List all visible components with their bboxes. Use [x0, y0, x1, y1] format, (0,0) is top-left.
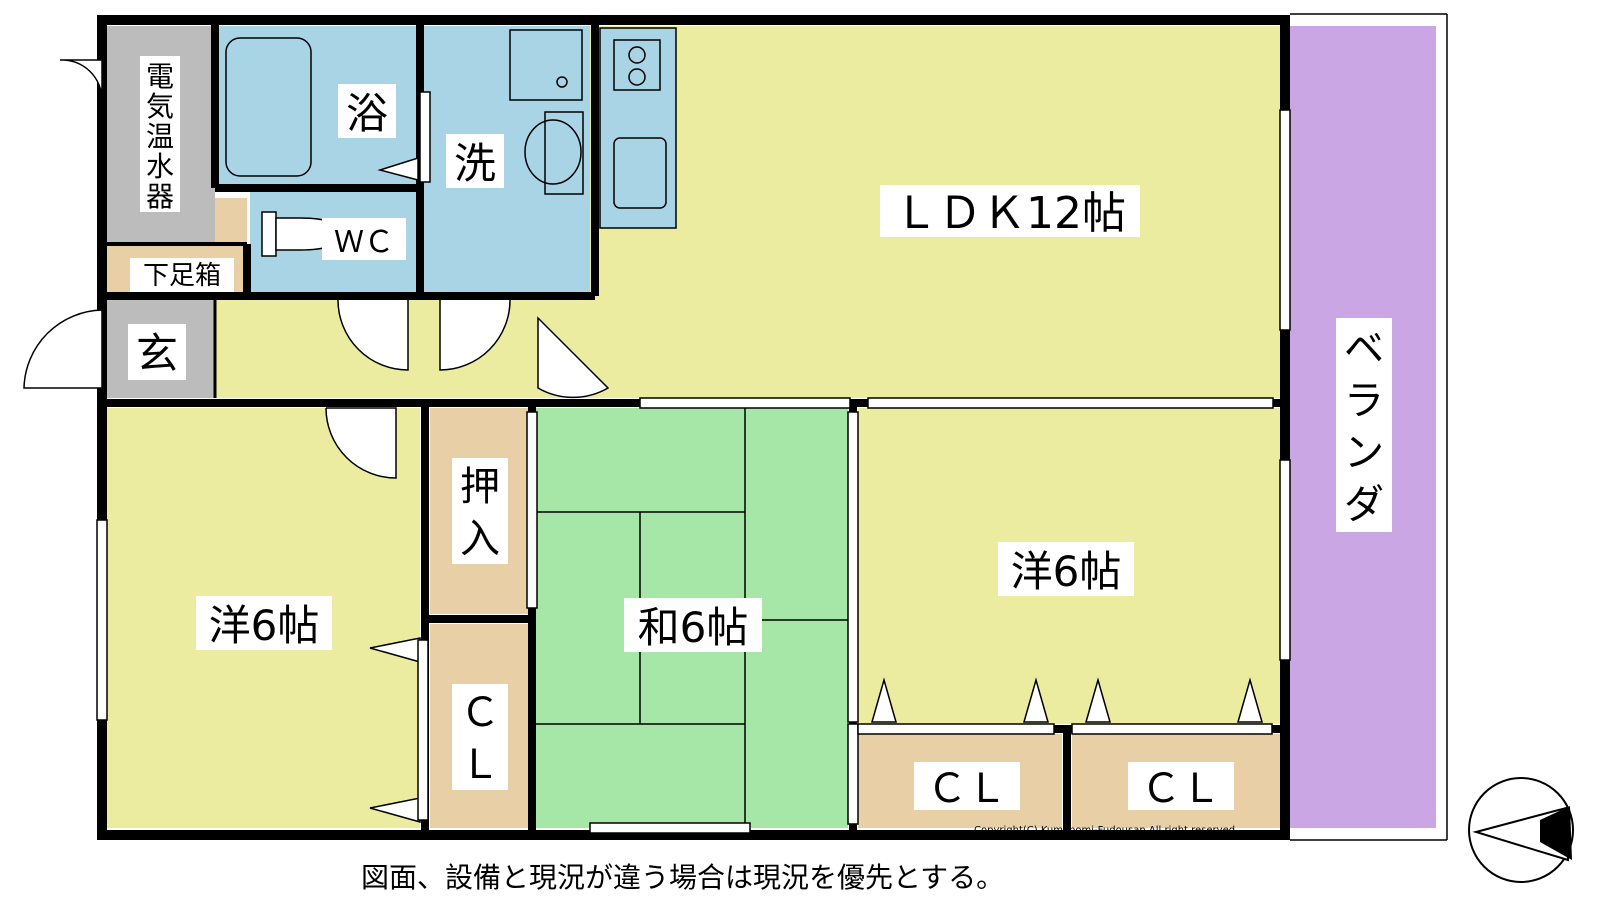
svg-text:Ｃ: Ｃ — [460, 690, 500, 736]
stove-panel — [613, 39, 661, 91]
bathtub — [225, 37, 312, 177]
windows — [96, 91, 1291, 834]
svg-text:ダ: ダ — [1344, 482, 1384, 528]
svg-text:温: 温 — [146, 120, 174, 153]
room-label-shoe-box: 下足箱 — [143, 261, 221, 291]
svg-text:ン: ン — [1344, 430, 1384, 476]
svg-text:押: 押 — [460, 464, 500, 510]
room-label-west-right: 洋6帖 — [1011, 547, 1122, 596]
small-storage — [215, 198, 247, 244]
room-label-bath: 浴 — [346, 89, 388, 138]
room-label-entrance: 玄 — [136, 329, 178, 378]
room-label-west-left: 洋6帖 — [209, 601, 320, 650]
room-label-veranda: ベ ラ ン ダ — [1344, 326, 1384, 528]
burner-icon — [628, 46, 646, 64]
kitchen-sink — [613, 137, 667, 209]
drain-icon — [556, 76, 568, 88]
svg-text:器: 器 — [146, 180, 174, 213]
burner-icon — [628, 68, 646, 86]
svg-text:Ｌ: Ｌ — [460, 742, 500, 788]
room-label-ldk: ＬＤＫ12帖 — [894, 188, 1126, 239]
room-label-closet-left: Ｃ Ｌ — [460, 690, 500, 788]
svg-text:ラ: ラ — [1344, 378, 1384, 424]
svg-text:電: 電 — [146, 60, 174, 93]
svg-text:入: 入 — [460, 516, 500, 562]
room-label-wash: 洗 — [454, 139, 496, 188]
svg-text:気: 気 — [146, 90, 174, 123]
wash-basin-counter — [544, 111, 584, 195]
door-swings — [23, 59, 1263, 823]
north-arrow-icon — [1468, 777, 1574, 883]
room-label-oshiire: 押 入 — [460, 464, 500, 562]
wash-basin — [524, 119, 582, 185]
washing-machine-pan — [509, 29, 583, 101]
copyright-text: Copyright(C) Kumanomi-Fudousan All right… — [974, 825, 1238, 836]
room-label-water-heater: 電 気 温 水 器 — [146, 60, 174, 213]
room-label-closet-right-b: ＣＬ — [1141, 766, 1221, 812]
room-label-japanese: 和6帖 — [638, 603, 749, 652]
svg-text:ベ: ベ — [1344, 326, 1384, 372]
svg-text:水: 水 — [146, 150, 174, 183]
footer-note: 図面、設備と現況が違う場合は現況を優先とする。 — [361, 861, 1004, 894]
room-label-wc: ＷＣ — [334, 225, 394, 260]
room-label-closet-right-a: ＣＬ — [927, 766, 1007, 812]
